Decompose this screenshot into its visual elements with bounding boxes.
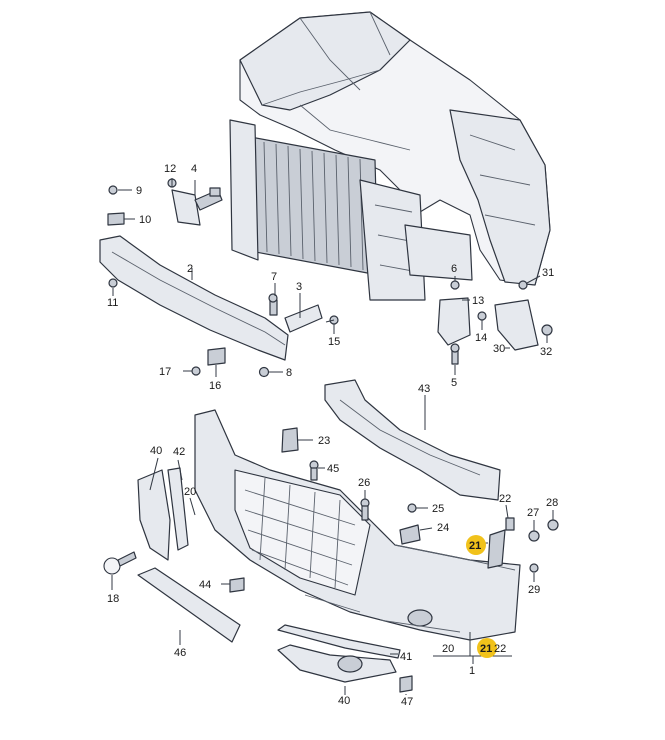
- screw-5: [450, 343, 460, 365]
- bumper-reinforcement: [99, 235, 289, 361]
- highlight-marker-21-lower: [477, 638, 497, 658]
- label-32: 32: [540, 346, 552, 358]
- trim-strip-42: [167, 467, 189, 551]
- label-16: 16: [209, 380, 221, 392]
- label-6: 6: [451, 263, 457, 275]
- label-7: 7: [271, 271, 277, 283]
- side-bracket-far-right: [494, 299, 539, 351]
- label-46: 46: [174, 647, 186, 659]
- clip-10: [107, 212, 125, 226]
- nut-8: [258, 366, 270, 378]
- screw-11: [108, 278, 118, 288]
- label-45: 45: [327, 463, 339, 475]
- lower-grille: [277, 644, 397, 683]
- clip-16: [207, 347, 226, 366]
- label-9: 9: [136, 185, 142, 197]
- label-12: 12: [164, 163, 176, 175]
- label-22-upper: 22: [499, 493, 511, 505]
- label-20-upper: 20: [184, 486, 196, 498]
- nut-28: [547, 519, 559, 531]
- screw-29: [529, 563, 539, 573]
- screw-14: [477, 311, 487, 321]
- label-44: 44: [199, 579, 211, 591]
- screw-45: [309, 460, 319, 481]
- clip-22: [505, 517, 515, 531]
- side-bracket-right: [437, 297, 471, 346]
- label-1: 1: [469, 665, 475, 677]
- side-grille-left: [137, 469, 171, 561]
- label-14: 14: [475, 332, 487, 344]
- screw-25: [407, 503, 417, 513]
- label-40-left: 40: [150, 445, 162, 457]
- screw-15: [325, 315, 339, 325]
- label-40-lower: 40: [338, 695, 350, 707]
- bumper-cover: [194, 409, 521, 641]
- label-8: 8: [286, 367, 292, 379]
- screw-17: [191, 366, 201, 376]
- label-24: 24: [437, 522, 449, 534]
- label-22-lower: 22: [494, 643, 506, 655]
- label-5: 5: [451, 377, 457, 389]
- label-28: 28: [546, 497, 558, 509]
- label-47: 47: [401, 696, 413, 708]
- bracket-24: [399, 524, 421, 545]
- label-21-upper: 21: [469, 540, 481, 552]
- label-21-lower: 21: [480, 643, 492, 655]
- license-plate-holder: [137, 567, 241, 643]
- front-body-structure: [229, 11, 551, 301]
- label-29: 29: [528, 584, 540, 596]
- tow-eye: [103, 551, 137, 575]
- label-2: 2: [187, 263, 193, 275]
- lower-trim-strip: [277, 624, 401, 659]
- screw-6: [450, 280, 460, 290]
- label-43: 43: [418, 383, 430, 395]
- screw-31: [518, 280, 528, 290]
- label-11: 11: [107, 297, 118, 309]
- bracket-21: [487, 529, 506, 569]
- label-26: 26: [358, 477, 370, 489]
- part-labels: 12 4 9 10 2 7 3 11 15 17 16 8 6 13 14 5 …: [107, 163, 558, 708]
- label-17: 17: [159, 366, 171, 378]
- leader-lines: [111, 178, 554, 695]
- foam-absorber: [284, 304, 323, 333]
- screw-26: [360, 498, 370, 521]
- mount-bracket: [171, 187, 223, 226]
- label-18: 18: [107, 593, 119, 605]
- label-13: 13: [472, 295, 484, 307]
- label-25: 25: [432, 503, 444, 515]
- highlight-marker-21-upper: [466, 535, 486, 555]
- label-15: 15: [328, 336, 340, 348]
- label-41: 41: [400, 651, 412, 663]
- clip-44: [229, 577, 245, 593]
- screw-7: [268, 293, 278, 316]
- label-30: 30: [493, 343, 505, 355]
- label-42: 42: [173, 446, 185, 458]
- label-31: 31: [542, 267, 554, 279]
- label-3: 3: [296, 281, 302, 293]
- label-10: 10: [139, 214, 151, 226]
- nut-32: [541, 324, 553, 336]
- clip-47: [399, 675, 413, 693]
- label-23: 23: [318, 435, 330, 447]
- nut-27: [528, 530, 540, 542]
- label-4: 4: [191, 163, 197, 175]
- screw-9: [108, 185, 118, 195]
- clip-23: [281, 427, 299, 453]
- label-27: 27: [527, 507, 539, 519]
- upper-trim-panel: [324, 379, 501, 501]
- label-20-lower: 20: [442, 643, 454, 655]
